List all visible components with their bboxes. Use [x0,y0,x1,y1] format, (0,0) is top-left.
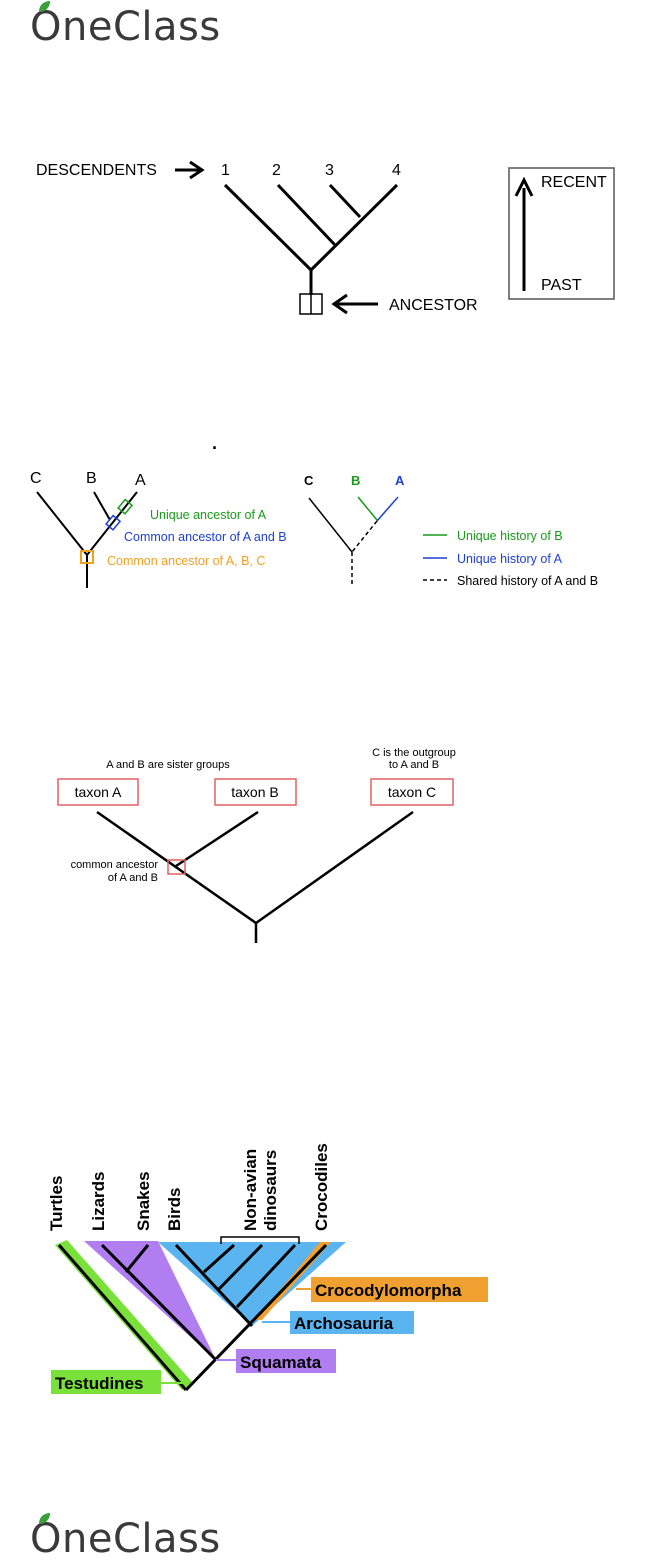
squamata-label-box [236,1349,336,1373]
taxon-a-label: taxon A [75,784,122,800]
figure-1-cladogram: DESCENDENTS 1 2 3 4 ANCESTOR RECENT PAST [36,160,615,315]
figure-4-reptile-phylogeny: Turtles Lizards Snakes Birds Non-avian d… [47,1143,488,1394]
taxon-2-label: 2 [272,162,281,179]
unique-ancestor-a-marker [117,498,134,515]
figure-2-ancestry: . C B A Unique ancestor of A Common ance… [30,433,598,588]
outgroup-note-1: C is the outgroup [372,747,456,759]
archosauria-label-box [290,1311,414,1334]
taxon-b-label: taxon B [231,784,278,800]
time-legend-box [508,167,615,300]
taxon-non-avian: Non-avian [241,1149,260,1231]
sister-note: A and B are sister groups [106,759,230,771]
left-taxon-b: B [86,470,97,487]
legend-unique-b: Unique history of B [457,529,563,543]
taxon-a-box [57,778,139,806]
stray-dot: . [212,433,217,453]
right-taxon-a: A [395,473,405,488]
testudines-label: Testudines [55,1374,143,1393]
past-label: PAST [541,277,582,294]
right-taxon-c: C [304,473,314,488]
common-ancestor-abc-label: Common ancestor of A, B, C [107,554,265,568]
common-ancestor-abc-marker [80,550,94,564]
tree-branches [223,183,399,295]
leaf-icon [39,1513,50,1524]
legend-shared-ab: Shared history of A and B [457,574,598,588]
descendents-label: DESCENDENTS [36,162,157,179]
taxon-turtles: Turtles [47,1176,66,1231]
logo-text: OneClass [30,1516,221,1562]
common-ancestor-ab-box [167,859,186,875]
testudines-label-box [51,1370,161,1394]
taxon-b-box [214,778,297,806]
figure-3-sister-groups: A and B are sister groups C is the outgr… [57,747,456,943]
ancestor-note-1: common ancestor [71,859,159,871]
oneclass-logo-top[interactable]: OneClass [30,4,221,50]
archosauria-label: Archosauria [294,1314,394,1333]
squamata-label: Squamata [240,1353,322,1372]
recent-label: RECENT [541,174,607,191]
left-taxon-a: A [135,472,146,489]
taxon-4-label: 4 [392,162,401,179]
ancestor-label: ANCESTOR [389,297,478,314]
logo-text: OneClass [30,4,221,50]
dinosaur-bracket [220,1236,300,1244]
right-taxon-b: B [351,473,360,488]
left-taxon-c: C [30,470,42,487]
outgroup-note-2: to A and B [389,759,439,771]
crocodylomorpha-label-box [311,1277,488,1302]
testudines-clade [55,1240,193,1390]
ancestor-note-2: of A and B [108,872,158,884]
taxon-snakes: Snakes [134,1171,153,1231]
archosauria-clade [158,1242,346,1326]
legend-unique-a: Unique history of A [457,552,563,566]
history-legend: Unique history of B Unique history of A … [423,529,598,588]
taxon-3-label: 3 [325,162,334,179]
taxon-c-label: taxon C [388,784,436,800]
crocodylomorpha-label: Crocodylomorpha [315,1281,462,1300]
taxon-crocodiles: Crocodiles [312,1143,331,1231]
taxon-1-label: 1 [221,162,230,179]
common-ancestor-ab-marker [105,514,122,531]
common-ancestor-ab-label: Common ancestor of A and B [124,530,287,544]
taxon-lizards: Lizards [89,1171,108,1231]
taxon-birds: Birds [165,1188,184,1231]
taxon-dinosaurs: dinosaurs [261,1150,280,1231]
taxon-c-box [370,778,454,806]
squamata-clade [84,1241,216,1360]
leaf-icon [39,1,50,12]
oneclass-logo-bottom[interactable]: OneClass [30,1516,221,1562]
unique-ancestor-a-label: Unique ancestor of A [150,508,267,522]
